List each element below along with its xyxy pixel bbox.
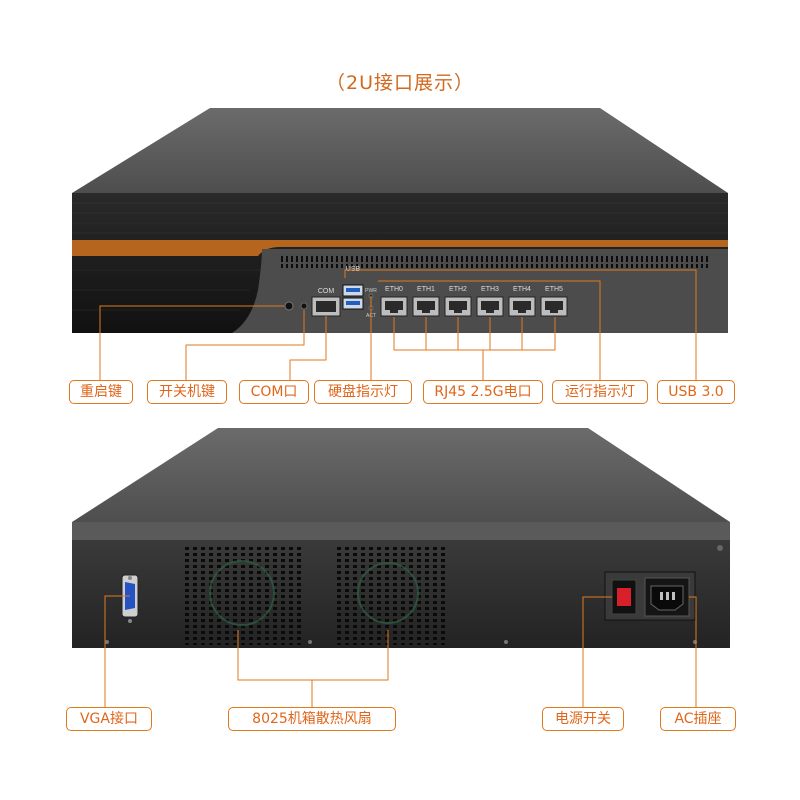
label-hdd-led: 硬盘指示灯 [314,380,412,404]
label-fans: 8025机箱散热风扇 [228,707,396,731]
vga-port-icon [121,574,139,623]
power-button-icon [300,302,308,310]
ethernet-port: ETH5 [540,286,568,317]
ethernet-port-text: ETH5 [545,286,563,293]
ethernet-port: ETH3 [476,286,504,317]
reset-button-icon [284,301,294,311]
ethernet-ports: ETH0 ETH1 ETH2 ETH3 ETH4 ETH5 [380,286,568,317]
ethernet-port-text: ETH4 [513,286,531,293]
usb-ports: USB [342,266,364,310]
label-usb3: USB 3.0 [657,380,735,404]
ethernet-port-text: ETH2 [449,286,467,293]
page-title: （2U接口展示） [326,72,474,94]
back-chassis [72,428,730,648]
ethernet-port: ETH4 [508,286,536,317]
pwr-led-text: PWR [365,288,377,294]
label-ac-socket: AC插座 [660,707,736,731]
label-run-led: 运行指示灯 [552,380,648,404]
front-top-cover [72,108,728,193]
front-callout-lines [99,269,697,382]
fan-grill-right [333,545,445,645]
ethernet-port: ETH0 [380,286,408,317]
label-rj45: RJ45 2.5G电口 [423,380,543,404]
label-com-port: COM口 [239,380,309,404]
fan-left-icon [209,560,275,626]
ethernet-port-text: ETH3 [481,286,499,293]
ethernet-port: ETH1 [412,286,440,317]
ethernet-port: ETH2 [444,286,472,317]
com-port-text: COM [318,288,335,295]
label-power-key: 开关机键 [147,380,227,404]
label-power-switch: 电源开关 [542,707,624,731]
label-vga: VGA接口 [66,707,152,731]
fan-right-icon [357,562,419,624]
back-callout-lines [104,595,697,707]
psu-panel [604,571,696,621]
ethernet-port-text: ETH1 [417,286,435,293]
front-stripe [72,240,728,256]
ethernet-port-text: ETH0 [385,286,403,293]
back-top-cover [72,428,730,522]
front-vent-slots [280,256,710,268]
label-reset-key: 重启键 [69,380,133,404]
